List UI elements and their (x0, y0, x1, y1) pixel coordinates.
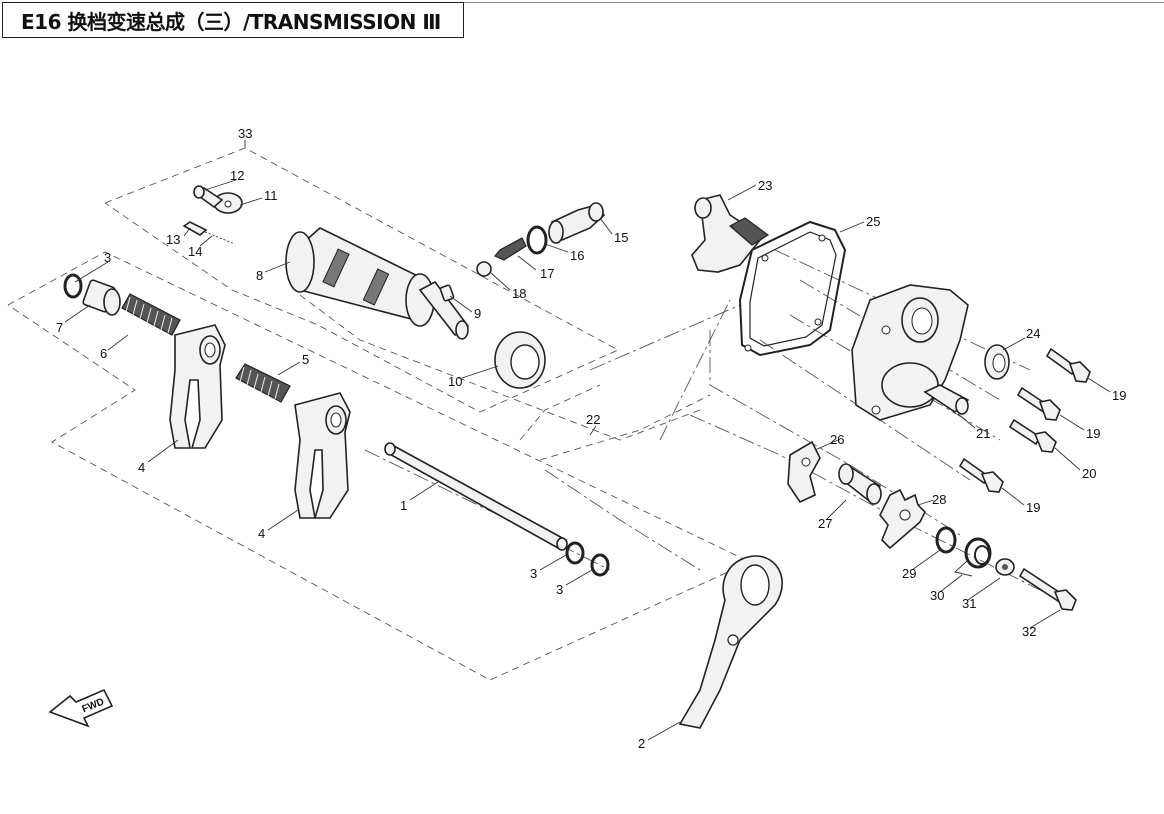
callout-26: 26 (830, 432, 844, 447)
callout-labels: 1 2 3 3 3 4 4 5 6 7 8 9 10 11 12 13 14 1… (56, 126, 1126, 751)
leader-lines (64, 140, 1111, 741)
part-4-shift-fork-left (169, 324, 226, 449)
part-1-fork-shaft (384, 442, 568, 551)
part-2-shift-lever (678, 555, 783, 729)
callout-25: 25 (866, 214, 880, 229)
callout-17: 17 (540, 266, 554, 281)
callout-4a: 4 (138, 460, 145, 475)
callout-24: 24 (1026, 326, 1040, 341)
callout-7: 7 (56, 320, 63, 335)
callout-15: 15 (614, 230, 628, 245)
callout-22: 22 (586, 412, 600, 427)
part-4-shift-fork-right (294, 392, 351, 519)
part-3-circlip-a (63, 273, 83, 299)
part-5-spring (235, 363, 291, 403)
callout-13: 13 (166, 232, 180, 247)
callout-19b: 19 (1086, 426, 1100, 441)
callout-18: 18 (512, 286, 526, 301)
part-19-bolt-a (1045, 347, 1091, 383)
part-30-torsion-spring (954, 537, 992, 577)
part-8-shift-drum (285, 227, 470, 340)
callout-3c: 3 (556, 582, 563, 597)
part-25-gasket (738, 220, 847, 357)
callout-29: 29 (902, 566, 916, 581)
callout-16: 16 (570, 248, 584, 263)
part-29-washer (935, 526, 957, 554)
fwd-arrow-icon: FWD (48, 688, 114, 728)
callout-8: 8 (256, 268, 263, 283)
part-13-pin (182, 221, 208, 236)
callout-9: 9 (474, 306, 481, 321)
part-26-stopper (787, 440, 821, 504)
callout-19c: 19 (1026, 500, 1040, 515)
callout-11: 11 (264, 188, 278, 203)
assembly-group-22-outline (7, 251, 752, 681)
callout-4b: 4 (258, 526, 265, 541)
callout-31: 31 (962, 596, 976, 611)
callout-3a: 3 (104, 250, 111, 265)
part-32-bolt (1018, 567, 1077, 611)
top-rule (464, 2, 1164, 3)
part-28-star-cam (879, 488, 926, 550)
callout-6: 6 (100, 346, 107, 361)
part-17-spring (494, 237, 527, 261)
part-6-spring (121, 293, 181, 336)
part-10-bearing (494, 331, 546, 389)
callout-1: 1 (400, 498, 407, 513)
part-19-bolt-b (1016, 386, 1061, 421)
part-11-stopper-plate (213, 192, 243, 214)
callout-30: 30 (930, 588, 944, 603)
callout-23: 23 (758, 178, 772, 193)
part-27-collar (838, 463, 882, 505)
part-21-cover (851, 284, 970, 421)
callout-32: 32 (1022, 624, 1036, 639)
callout-14: 14 (188, 244, 202, 259)
part-23-gear-sector (691, 194, 770, 273)
part-20-bolt (1008, 418, 1057, 453)
part-14-spring-pin (204, 231, 236, 245)
part-3-circlip-c (590, 553, 610, 577)
callout-28: 28 (932, 492, 946, 507)
part-19-bolt-c (958, 457, 1004, 493)
diagram-title: E16 换档变速总成（三）/TRANSMISSION Ⅲ (21, 9, 441, 34)
callout-12: 12 (230, 168, 244, 183)
part-24-oil-seal (984, 344, 1010, 380)
callout-33: 33 (238, 126, 252, 141)
callout-21: 21 (976, 426, 990, 441)
part-3-circlip-b (565, 541, 585, 565)
callout-5: 5 (302, 352, 309, 367)
callout-2: 2 (638, 736, 645, 751)
title-box: E16 换档变速总成（三）/TRANSMISSION Ⅲ (2, 2, 464, 38)
part-18-ball (476, 261, 492, 277)
callout-20: 20 (1082, 466, 1096, 481)
callout-10: 10 (448, 374, 462, 389)
part-7-bushing (82, 279, 121, 316)
part-16-washer (526, 225, 548, 255)
part-9-pin (439, 284, 455, 302)
callout-27: 27 (818, 516, 832, 531)
part-31-washer (995, 558, 1015, 576)
part-12-bolt (193, 185, 224, 209)
callout-3b: 3 (530, 566, 537, 581)
part-15-neutral-switch-bolt (548, 202, 606, 244)
callout-19a: 19 (1112, 388, 1126, 403)
